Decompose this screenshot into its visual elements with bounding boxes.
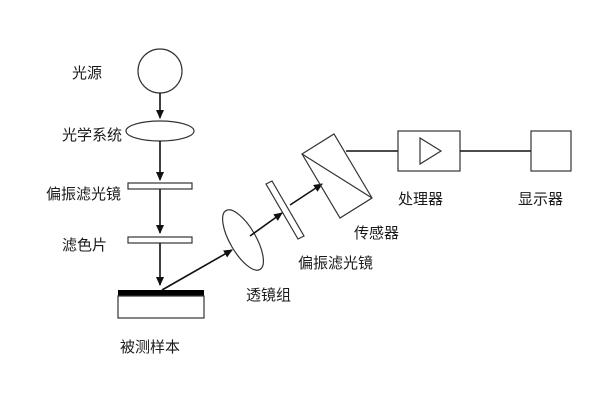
sample-block [117,295,205,319]
color-filter-plate [127,236,193,244]
lens-group-ellipse [222,209,264,271]
processor-triangle-icon [419,136,443,166]
display-label: 显示器 [518,190,563,208]
display-box [530,130,572,172]
lens-group-label: 透镜组 [246,286,291,304]
polarizer-bottom-plate [265,180,305,240]
sensor-label: 传感器 [354,224,399,242]
polarizer-bottom-label: 偏振滤光镜 [298,254,373,272]
light-source-label: 光源 [72,64,102,82]
color-filter-label: 滤色片 [62,236,107,254]
arrow-polarizer-to-sensor [289,183,323,206]
optical-system-label: 光学系统 [62,126,122,144]
sample-surface-bar [118,290,204,296]
arrow-sample-to-lens [161,249,233,291]
processor-label: 处理器 [398,190,443,208]
arrow-lens-to-polarizer [249,212,283,237]
sample-label: 被测样本 [120,338,180,356]
polarizer-top-label: 偏振滤光镜 [46,185,121,203]
light-source-circle [137,48,183,94]
sensor-block [301,133,373,219]
optical-system-lens [125,120,195,142]
polarizer-top-plate [127,182,193,190]
processor-box [397,130,461,172]
